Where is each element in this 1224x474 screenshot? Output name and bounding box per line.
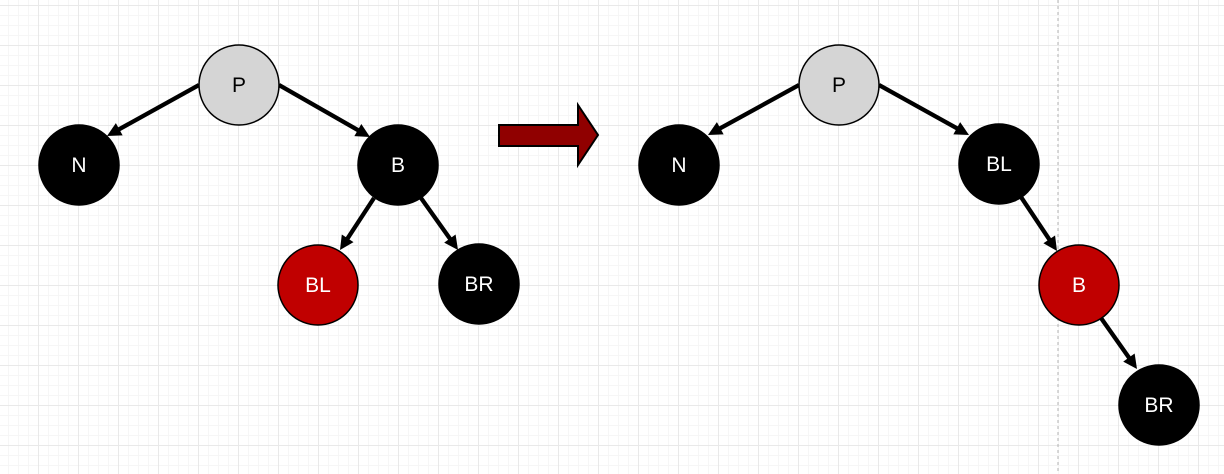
edge-arrowhead (340, 234, 354, 250)
node-circle (438, 243, 520, 325)
node-label: P (232, 74, 246, 97)
edge-arrowhead (1123, 353, 1137, 369)
node-circle (277, 244, 359, 326)
node-label: N (671, 154, 686, 177)
node-circle (958, 123, 1040, 205)
node-circle (798, 44, 880, 126)
node-after-B[interactable]: B (1038, 244, 1120, 326)
node-label: BR (464, 273, 493, 296)
node-circle (357, 124, 439, 206)
edge-line (715, 83, 801, 133)
node-before-B[interactable]: B (357, 124, 439, 206)
node-before-BL[interactable]: BL (277, 244, 359, 326)
edge-after-BL-B[interactable] (1019, 195, 1057, 251)
edge-arrowhead (444, 234, 458, 250)
edge-arrowhead (107, 123, 123, 136)
edge-before-B-BL[interactable] (340, 196, 376, 250)
node-before-BR[interactable]: BR (438, 243, 520, 325)
edge-before-B-BR[interactable] (419, 196, 458, 250)
node-label: N (71, 154, 86, 177)
node-circle (1038, 244, 1120, 326)
edge-line (277, 83, 363, 135)
edge-before-P-N[interactable] (107, 83, 201, 136)
node-label: P (832, 74, 846, 97)
transform-arrow[interactable] (498, 101, 600, 169)
edge-after-P-BL[interactable] (877, 83, 969, 135)
edge-line (1099, 316, 1134, 363)
node-circle (638, 124, 720, 206)
node-after-P[interactable]: P (798, 44, 880, 126)
node-after-BL[interactable]: BL (958, 123, 1040, 205)
tree-before: P N B BL BR (38, 44, 520, 326)
edge-line (419, 196, 455, 244)
edge-line (1019, 195, 1054, 245)
node-circle (198, 44, 280, 126)
node-before-N[interactable]: N (38, 124, 120, 206)
node-label: B (1072, 274, 1086, 297)
edge-arrowhead (953, 122, 969, 135)
edge-after-P-N[interactable] (708, 83, 801, 135)
node-before-P[interactable]: P (198, 44, 280, 126)
node-label: BL (305, 274, 331, 297)
edge-before-P-B[interactable] (277, 83, 370, 137)
edge-after-B-BR[interactable] (1099, 316, 1137, 369)
tree-after: P N BL B BR (638, 44, 1200, 446)
edge-arrowhead (354, 123, 370, 137)
edge-line (343, 196, 376, 243)
edge-line (114, 83, 201, 134)
edge-arrowhead (708, 122, 724, 135)
edge-line (877, 83, 962, 133)
node-after-BR[interactable]: BR (1118, 364, 1200, 446)
edge-arrowhead (1043, 235, 1057, 251)
node-circle (38, 124, 120, 206)
node-after-N[interactable]: N (638, 124, 720, 206)
node-circle (1118, 364, 1200, 446)
node-label: BL (986, 153, 1012, 176)
node-label: BR (1144, 394, 1173, 417)
node-label: B (391, 154, 405, 177)
